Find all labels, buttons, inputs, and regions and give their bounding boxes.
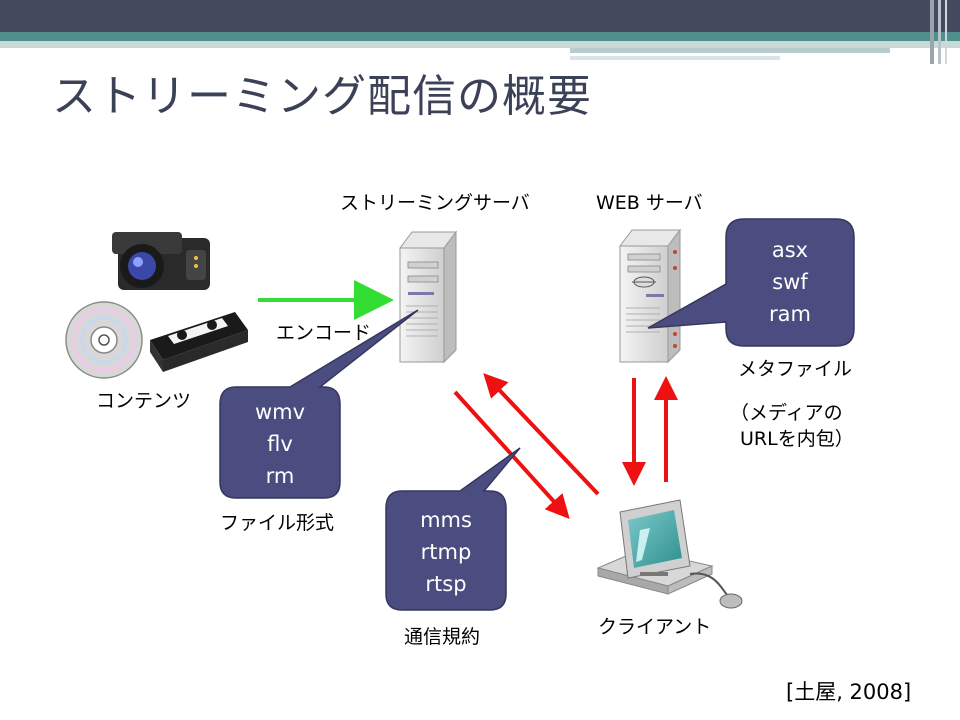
protocol-item: rtmp <box>420 540 472 564</box>
header-decoration <box>0 0 960 64</box>
desktop-computer-icon <box>596 499 714 595</box>
file-formats-bubble <box>219 309 419 499</box>
metafiles-bubble <box>647 218 855 347</box>
client-label: クライアント <box>598 616 712 638</box>
encode-label: エンコード <box>276 322 372 344</box>
file-formats-caption: ファイル形式 <box>220 512 335 534</box>
client-to-server-arrow <box>483 373 600 496</box>
cd-disc-icon <box>65 301 143 379</box>
vhs-tape-icon <box>150 312 248 372</box>
citation: [土屋, 2008] <box>786 680 912 704</box>
file-format-item: wmv <box>254 400 306 424</box>
protocols-caption: 通信規約 <box>404 626 481 648</box>
protocol-item: rtsp <box>425 572 467 596</box>
protocols-bubble <box>385 447 521 611</box>
metafiles-note-line2: URLを内包） <box>740 428 854 450</box>
video-camera-icon <box>112 232 210 290</box>
streaming-server-label: ストリーミングサーバ <box>340 192 530 214</box>
server-tower-icon <box>619 228 681 364</box>
metafiles-list: asx swf ram <box>726 234 854 330</box>
protocols-list: mms rtmp rtsp <box>386 504 506 600</box>
protocol-item: mms <box>420 508 472 532</box>
metafile-item: swf <box>772 270 808 294</box>
file-formats-list: wmv flv rm <box>220 396 340 492</box>
metafile-item: asx <box>771 238 809 262</box>
metafiles-caption: メタファイル <box>738 358 853 380</box>
server-tower-icon <box>399 230 457 364</box>
file-format-item: flv <box>267 432 293 456</box>
contents-label: コンテンツ <box>96 390 192 412</box>
slide-title: ストリーミング配信の概要 <box>52 71 592 122</box>
file-format-item: rm <box>265 464 295 488</box>
metafile-item: ram <box>769 302 811 326</box>
mouse-icon <box>689 572 743 609</box>
metafiles-note-line1: （メディアの <box>730 402 843 424</box>
web-server-label: WEB サーバ <box>596 192 703 214</box>
